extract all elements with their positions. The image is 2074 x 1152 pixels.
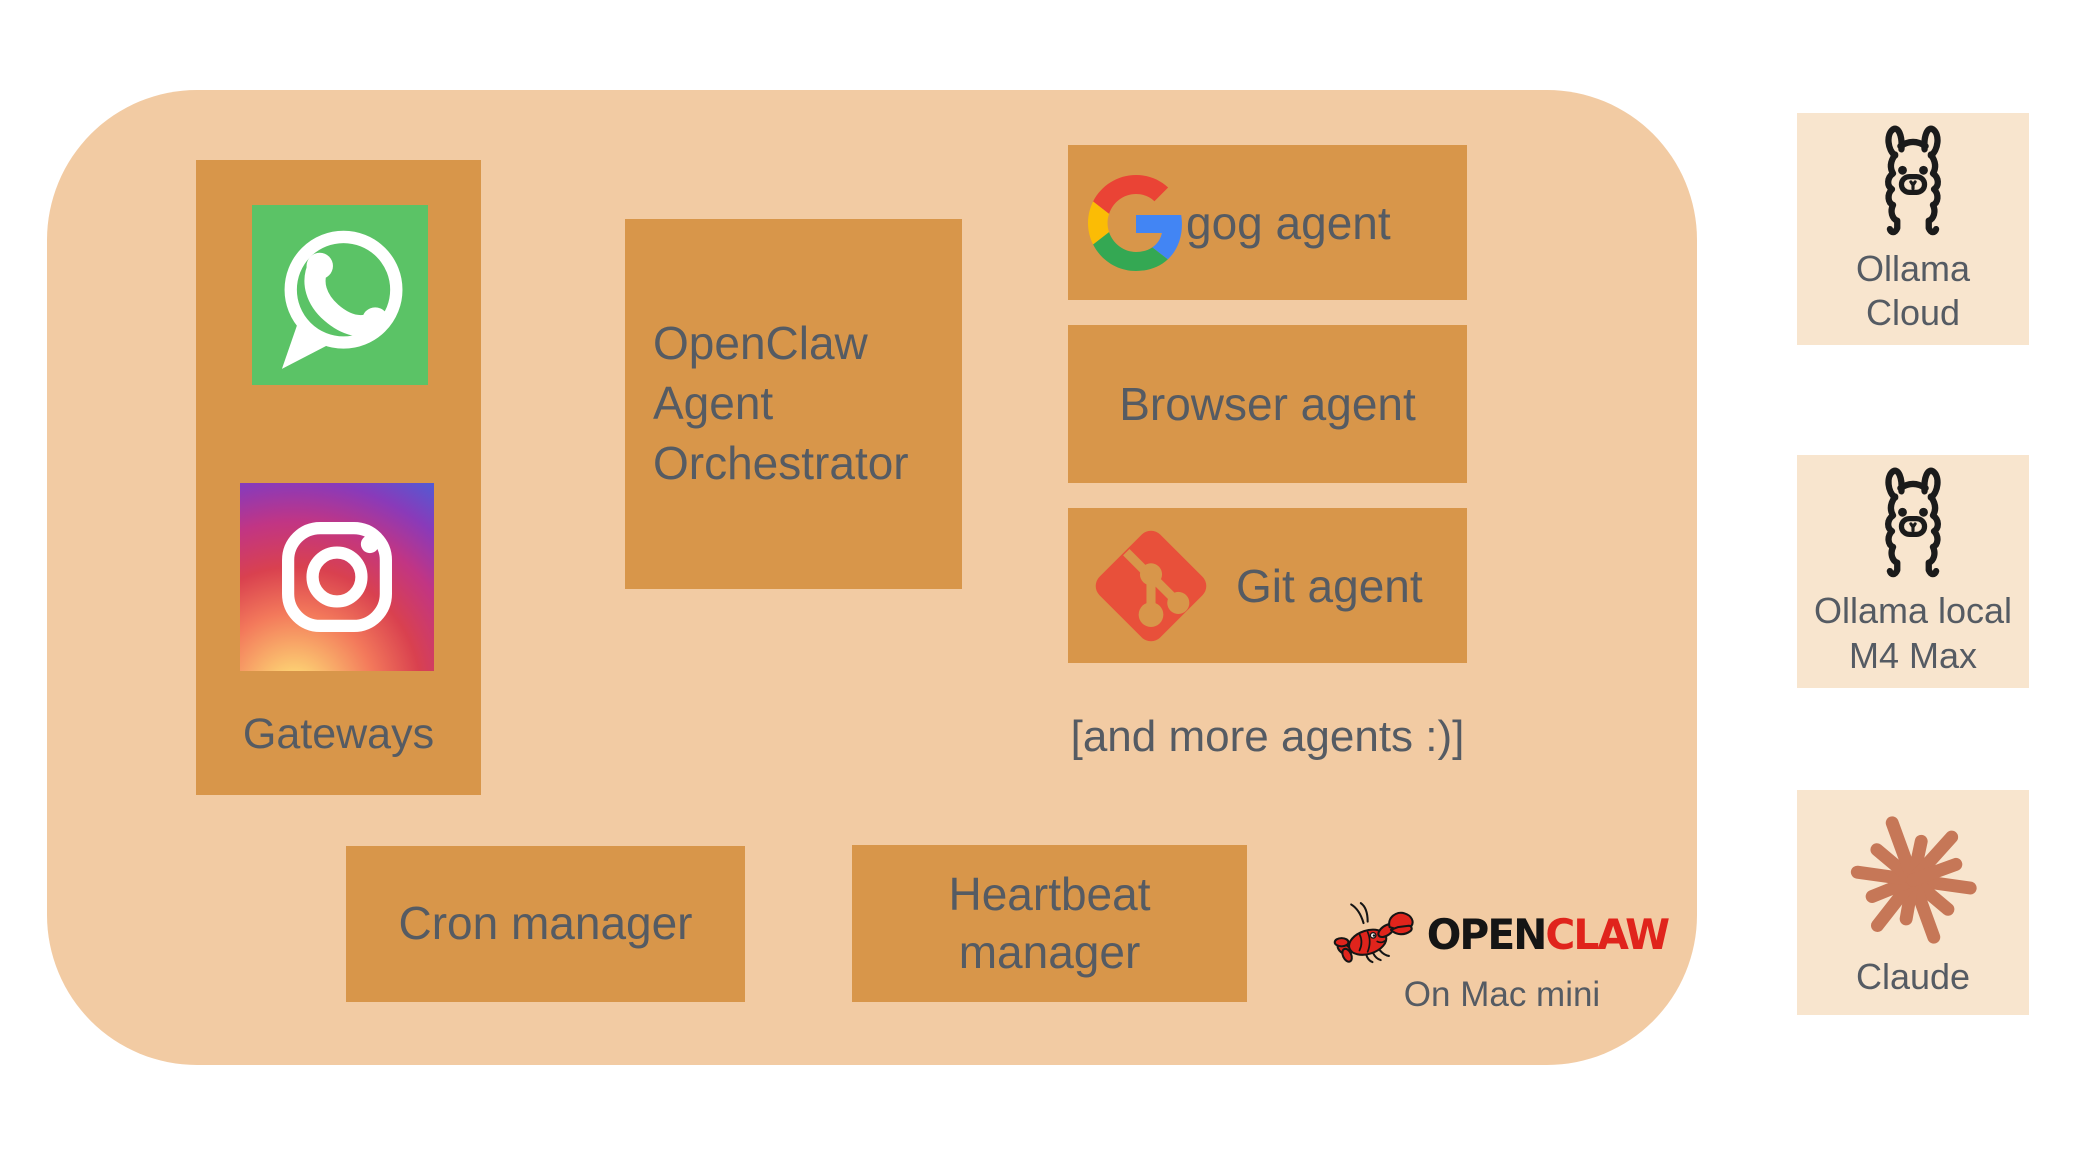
cron-manager-box: Cron manager [346,846,745,1002]
provider-box-claude: Claude [1797,790,2029,1015]
ollama-llama-icon [1885,125,1941,236]
google-agent-label: gog agent [1186,196,1391,249]
orchestrator-container: Gateways OpenClaw Agent Orchestrator gog… [47,90,1697,1065]
orchestrator-box: OpenClaw Agent Orchestrator [625,219,962,589]
provider-label-line: M4 Max [1848,634,1978,676]
provider-label-line: Ollama [1855,247,1971,289]
provider-box-ollama-local: Ollama local M4 Max [1797,455,2029,688]
openclaw-logo: OPENCLAW [1332,896,1672,972]
gateways-box: Gateways [196,160,481,795]
browser-agent-label: Browser agent [1119,378,1416,430]
openclaw-wordmark-claw: CLAW [1545,909,1671,959]
git-icon [1095,530,1207,641]
agent-box-browser: Browser agent [1068,325,1467,483]
heartbeat-manager-label-line: Heartbeat [948,868,1151,920]
heartbeat-manager-box: Heartbeat manager [852,845,1247,1002]
claude-starburst-icon [1850,816,1977,945]
more-agents-note: [and more agents :)] [1070,712,1465,761]
instagram-icon [240,483,434,671]
provider-label-line: Cloud [1865,292,1961,333]
google-g-icon [1088,174,1182,271]
whatsapp-icon [252,205,428,385]
openclaw-branding: OPENCLAW On Mac mini [1332,896,1672,1015]
provider-box-ollama-cloud: Ollama Cloud [1797,113,2029,345]
orchestrator-label-line: OpenClaw [653,317,868,370]
on-mac-mini-label: On Mac mini [1403,975,1601,1014]
orchestrator-label-line: Orchestrator [653,436,909,489]
git-agent-label: Git agent [1236,559,1423,612]
agent-box-google: gog agent [1068,145,1467,300]
provider-label-line: Ollama local [1813,590,2013,632]
orchestrator-label-line: Agent [653,377,774,430]
heartbeat-manager-label-line: manager [958,925,1141,978]
openclaw-wordmark-open: OPEN [1426,909,1548,959]
agent-box-git: Git agent [1068,508,1467,663]
gateways-label: Gateways [242,710,435,758]
provider-label-line: Claude [1855,956,1971,998]
lobster-icon [1333,902,1414,964]
openclaw-wordmark: OPENCLAW [1426,909,1671,959]
cron-manager-label: Cron manager [398,897,693,950]
ollama-llama-icon [1885,468,1941,578]
